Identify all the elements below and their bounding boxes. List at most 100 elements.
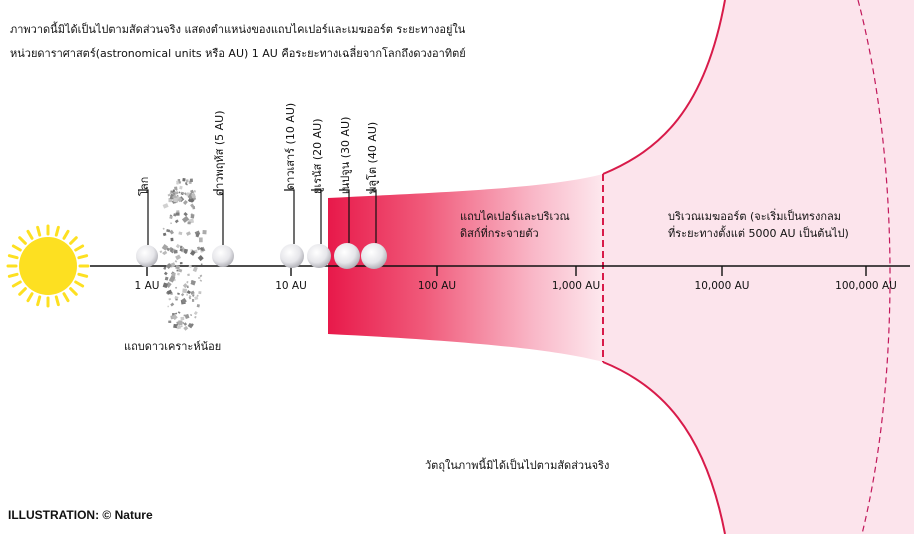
sun-ray xyxy=(54,225,60,237)
sun-ray xyxy=(7,254,19,260)
sun-ray xyxy=(69,236,78,245)
asteroid xyxy=(199,274,203,278)
sun-ray xyxy=(18,236,27,245)
sun-ray xyxy=(54,295,60,307)
asteroid xyxy=(179,185,183,190)
asteroid xyxy=(178,320,183,326)
leader-line xyxy=(284,189,295,244)
asteroid xyxy=(173,213,177,217)
asteroid xyxy=(186,280,189,284)
sun xyxy=(6,224,90,308)
asteroid xyxy=(190,323,194,327)
asteroid xyxy=(166,247,170,252)
oort-cloud-region xyxy=(603,0,914,534)
sun-ray xyxy=(77,254,89,260)
scale-note: วัตถุในภาพนี้มิได้เป็นไปตามสัดส่วนจริง xyxy=(425,459,610,472)
asteroid xyxy=(188,295,192,298)
asteroid xyxy=(199,237,203,243)
asteroid xyxy=(192,205,196,210)
asteroid xyxy=(178,231,183,236)
kuiper-belt-label: แถบไคเปอร์และบริเวณ ดิสก์ที่กระจายตัว xyxy=(460,208,570,242)
oort-label-line-1: บริเวณเมฆออร์ต (จะเริ่มเป็นทรงกลม xyxy=(668,210,841,223)
asteroid xyxy=(181,215,190,223)
asteroid xyxy=(183,192,187,196)
asteroid xyxy=(188,198,192,202)
asteroid xyxy=(198,277,201,279)
asteroid xyxy=(194,296,199,301)
asteroid xyxy=(169,229,175,235)
oort-cloud-label: บริเวณเมฆออร์ต (จะเริ่มเป็นทรงกลม ที่ระย… xyxy=(668,208,849,242)
asteroid xyxy=(198,291,202,295)
asteroid xyxy=(193,311,198,316)
asteroid xyxy=(183,322,188,326)
leader-line xyxy=(339,189,350,243)
tick-label-1000au: 1,000 AU xyxy=(551,280,601,292)
tick-label-100000au: 100,000 AU xyxy=(835,280,897,292)
asteroid xyxy=(182,178,186,182)
asteroid xyxy=(168,320,172,324)
asteroid xyxy=(191,293,195,297)
asteroid-belt xyxy=(159,178,207,331)
asteroid xyxy=(170,190,173,193)
illustration-credit: ILLUSTRATION: © Nature xyxy=(8,508,153,522)
asteroid xyxy=(174,260,178,263)
planet-jupiter xyxy=(212,245,234,267)
asteroid xyxy=(187,273,190,277)
asteroid xyxy=(200,263,203,266)
asteroid xyxy=(175,212,180,216)
asteroid xyxy=(169,215,173,220)
asteroid xyxy=(181,191,184,195)
tick-label-100au: 100 AU xyxy=(417,280,457,292)
asteroid xyxy=(177,311,181,314)
tick-label-10au: 10 AU xyxy=(275,280,307,292)
asteroid xyxy=(174,286,178,289)
asteroid xyxy=(166,289,173,295)
asteroid xyxy=(182,283,188,289)
sun-ray xyxy=(36,225,42,237)
planet-label-saturn: ดาวเสาร์ (10 AU) xyxy=(284,102,297,190)
asteroid xyxy=(163,266,167,270)
asteroid xyxy=(177,268,183,273)
asteroid xyxy=(173,197,178,203)
sun-ray xyxy=(69,287,78,296)
asteroid xyxy=(164,276,169,281)
asteroid xyxy=(199,246,204,252)
asteroid xyxy=(176,181,179,185)
asteroid xyxy=(202,230,207,235)
asteroid xyxy=(199,279,203,282)
asteroid xyxy=(167,305,170,308)
asteroid xyxy=(174,312,178,315)
asteroid xyxy=(193,189,197,193)
intro-text: ภาพวาดนี้มิได้เป็นไปตามสัดส่วนจริง แสดงต… xyxy=(10,18,530,66)
asteroid xyxy=(177,272,180,276)
oort-outer-boundary xyxy=(857,0,891,534)
asteroid xyxy=(162,250,168,256)
asteroid xyxy=(187,221,191,225)
oort-label-line-2: ที่ระยะทางตั้งแต่ 5000 AU เป็นต้นไป) xyxy=(668,227,849,240)
asteroid xyxy=(175,188,178,191)
planet-earth xyxy=(136,245,158,267)
asteroid xyxy=(192,266,198,273)
asteroid xyxy=(172,189,175,193)
sun-ray xyxy=(77,272,89,278)
asteroid xyxy=(186,290,191,295)
asteroid xyxy=(175,264,181,270)
asteroid xyxy=(183,325,189,331)
asteroid xyxy=(165,262,172,269)
asteroid xyxy=(191,299,195,302)
asteroid xyxy=(182,321,185,324)
asteroid xyxy=(176,269,179,272)
planet-neptune xyxy=(334,243,360,269)
asteroid xyxy=(185,179,189,183)
asteroid xyxy=(174,191,179,195)
asteroid xyxy=(183,212,188,217)
oort-cloud-edge-top xyxy=(602,0,726,175)
asteroid xyxy=(197,255,204,262)
asteroid xyxy=(170,237,174,242)
asteroid xyxy=(174,186,178,190)
asteroid xyxy=(180,325,183,328)
planet-saturn xyxy=(280,244,304,268)
asteroid xyxy=(166,228,171,233)
asteroid xyxy=(196,304,200,308)
